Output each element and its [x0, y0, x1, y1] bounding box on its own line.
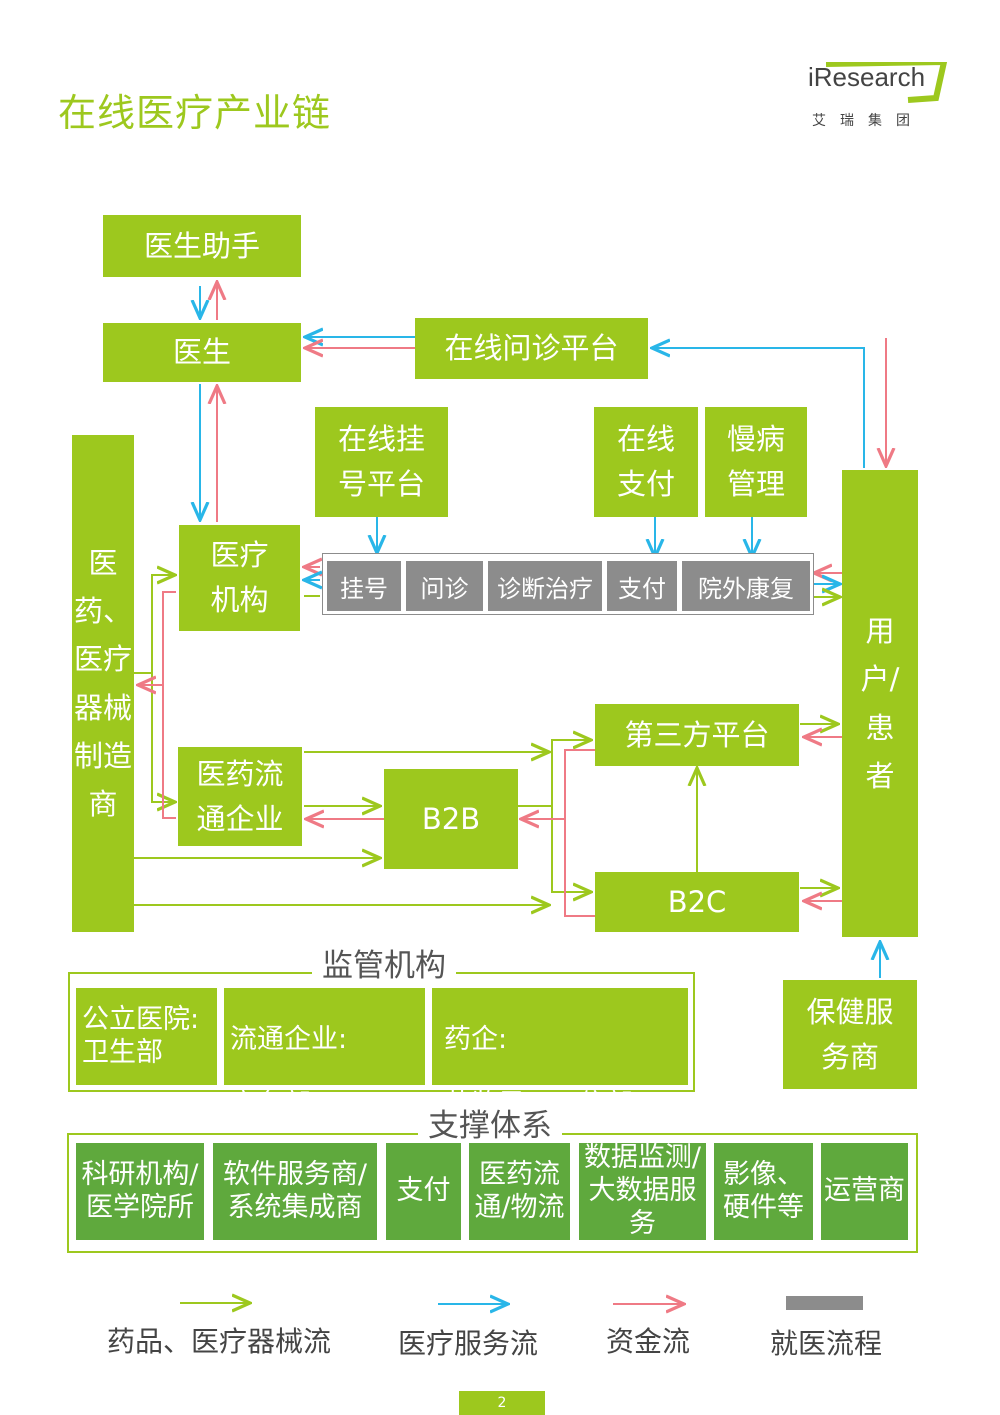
node-manufacturer: 医药、医疗器械制造商: [72, 435, 134, 932]
legend-money-flow: 资金流: [606, 1325, 691, 1358]
regulation-item-hospital: 公立医院: 卫生部: [76, 988, 217, 1085]
regulation-hospital-body: 卫生部: [82, 1036, 163, 1068]
logo-subtitle: 艾瑞集团: [812, 113, 924, 129]
node-health-service: 保健服务商: [783, 980, 917, 1089]
support-item-logistics: 医药流通/物流: [469, 1143, 570, 1240]
regulation-item-distribution: 流通企业: 商务部 医药商业管理: [224, 988, 425, 1153]
support-item-operator: 运营商: [821, 1143, 908, 1240]
support-item-payment: 支付: [386, 1143, 461, 1240]
node-online-register: 在线挂号平台: [315, 407, 448, 517]
node-chronic-mgmt: 慢病管理: [705, 407, 807, 517]
regulation-distribution-head: 流通企业:: [230, 1024, 348, 1056]
support-title: 支撑体系: [418, 1100, 562, 1145]
node-third-party-platform: 第三方平台: [595, 704, 799, 766]
page-title: 在线医疗产业链: [58, 91, 332, 135]
legend-care-process: 就医流程: [770, 1327, 883, 1360]
support-item-software: 软件服务商/系统集成商: [213, 1143, 377, 1240]
node-user-patient: 用户/患者: [842, 470, 918, 937]
support-item-hardware: 影像、硬件等: [714, 1143, 813, 1240]
process-step-register: 挂号: [327, 561, 401, 611]
node-doctor-assistant: 医生助手: [103, 215, 301, 277]
node-doctor: 医生: [103, 323, 301, 382]
node-distributor: 医药流通企业: [178, 747, 302, 846]
support-item-bigdata: 数据监测/大数据服务: [579, 1142, 706, 1240]
node-medical-institution: 医疗机构: [179, 525, 300, 631]
node-online-consult: 在线问诊平台: [415, 318, 648, 379]
node-b2b: B2B: [384, 769, 518, 869]
process-step-diagnosis: 诊断治疗: [488, 561, 602, 611]
process-step-rehab: 院外康复: [682, 561, 810, 611]
regulation-pharma-head: 药企:: [444, 1024, 508, 1056]
legend-drug-flow: 药品、医疗器械流: [107, 1325, 332, 1358]
node-b2c: B2C: [595, 872, 799, 932]
logo-swoosh-icon: [825, 62, 948, 103]
regulation-hospital-head: 公立医院:: [82, 1004, 200, 1036]
support-item-research: 科研机构/医学院所: [76, 1143, 204, 1240]
process-step-payment: 支付: [607, 561, 677, 611]
legend-process-bar-icon: [786, 1296, 863, 1310]
logo-word: iResearch: [808, 62, 926, 92]
regulation-title: 监管机构: [312, 940, 456, 985]
legend-service-flow: 医疗服务流: [398, 1327, 539, 1360]
iresearch-logo: iResearch 艾瑞集团: [808, 62, 948, 132]
page-number: 2: [459, 1391, 545, 1415]
node-online-pay: 在线支付: [594, 407, 698, 517]
process-step-consult: 问诊: [406, 561, 483, 611]
